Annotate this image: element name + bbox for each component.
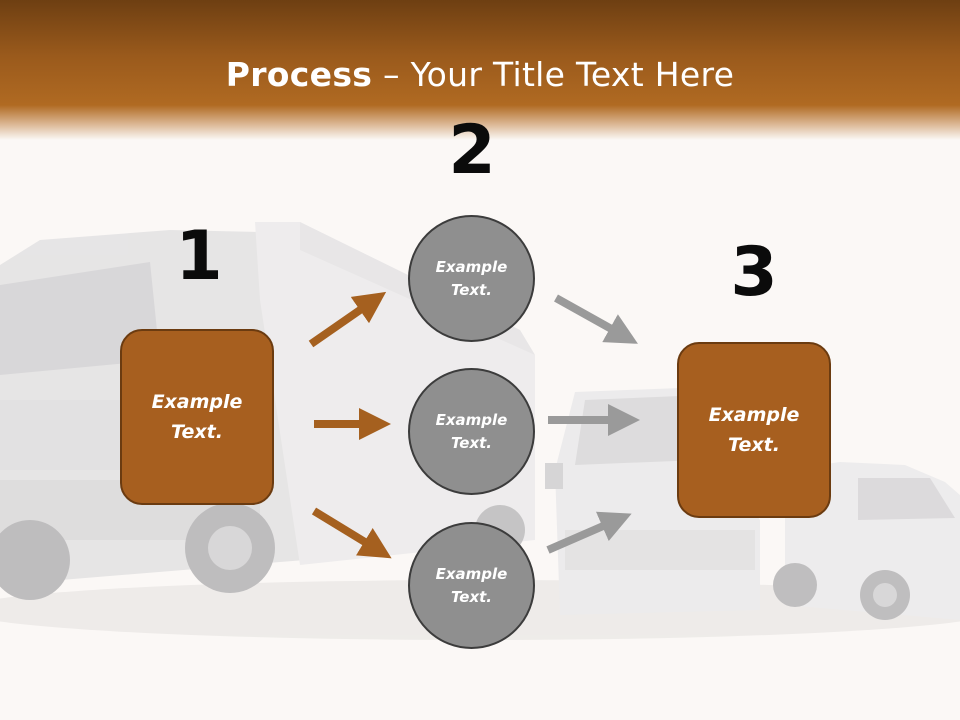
step-3-box[interactable]: Example Text. [677,342,831,518]
step-1-text-line2: Text. [171,421,223,443]
circle-middle-text: Example Text. [436,409,508,455]
step-2-circle-bottom[interactable]: Example Text. [408,522,535,649]
step-2-circle-top[interactable]: Example Text. [408,215,535,342]
circle-bottom-text-line2: Text. [450,587,492,606]
title-bold: Process [225,55,373,94]
step-1-text-line1: Example [151,391,243,413]
title-bar [0,0,960,140]
step-number-2: 2 [448,111,496,190]
step-2-circle-middle[interactable]: Example Text. [408,368,535,495]
circle-top-text-line1: Example [435,257,508,276]
step-1-box[interactable]: Example Text. [120,329,274,505]
step-3-text-line1: Example [708,404,800,426]
step-3-text-line2: Text. [728,434,780,456]
circle-bottom-text-line1: Example [435,564,508,583]
slide-title: Process – Your Title Text Here [0,50,960,100]
step-number-3: 3 [730,233,778,312]
circle-top-text: Example Text. [436,256,508,302]
step-1-text: Example Text. [152,387,243,447]
step-3-text: Example Text. [709,400,800,460]
circle-middle-text-line2: Text. [450,433,492,452]
step-number-1: 1 [175,217,223,296]
title-rest: – Your Title Text Here [372,55,735,94]
circle-top-text-line2: Text. [450,280,492,299]
circle-bottom-text: Example Text. [436,563,508,609]
circle-middle-text-line1: Example [435,410,508,429]
